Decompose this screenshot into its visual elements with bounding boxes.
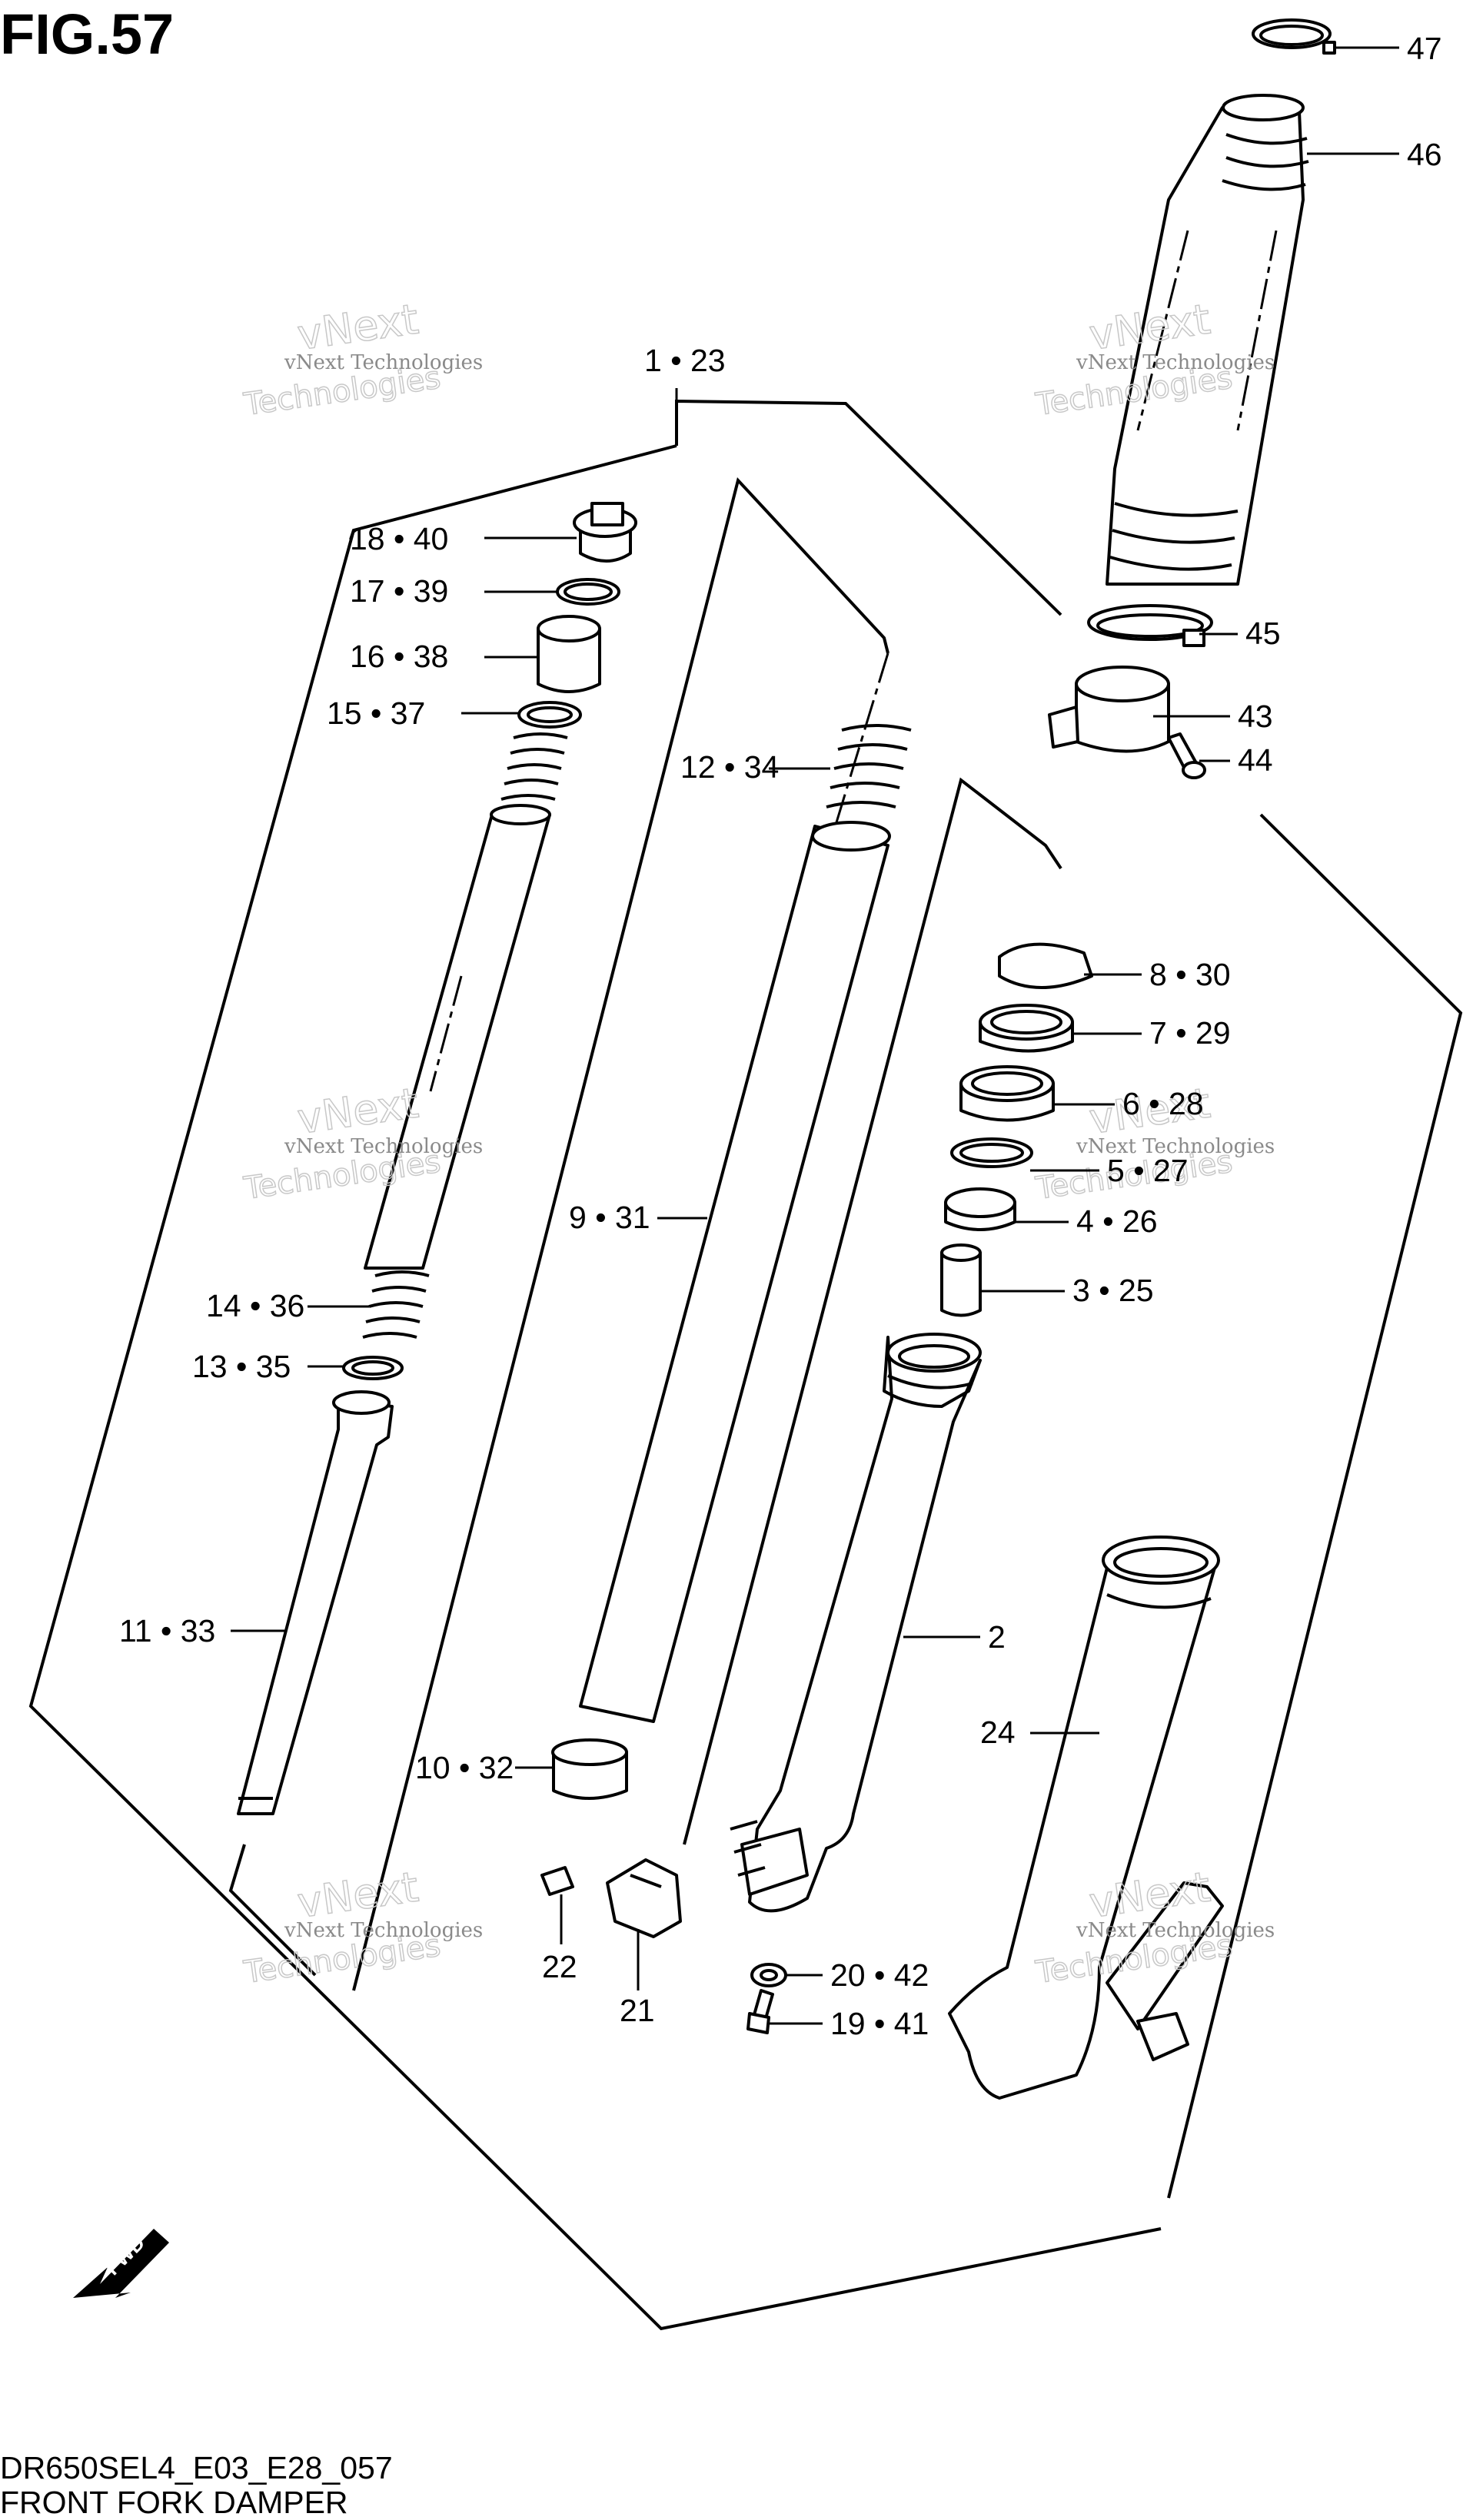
figure-description: FRONT FORK DAMPER: [0, 2485, 348, 2520]
callout-12-34: 12 • 34: [680, 749, 779, 785]
svg-text:vNext: vNext: [294, 295, 421, 360]
boot-clamp-47: [1252, 18, 1336, 55]
callout-18-40: 18 • 40: [350, 521, 448, 556]
boot-clamp-45: [1087, 604, 1213, 647]
outer-tube-24: [948, 1536, 1224, 2100]
seat-13: [342, 1356, 404, 1380]
rebound-spring-14: [362, 1270, 430, 1339]
callout-43: 43: [1238, 699, 1273, 734]
svg-text:vNext Technologies: vNext Technologies: [284, 351, 483, 374]
outer-tube-subframe: [683, 777, 1062, 1845]
clip-8: [998, 942, 1093, 989]
callout-2: 2: [988, 1619, 1006, 1655]
leader-lines: [231, 46, 1399, 2025]
callout-9-31: 9 • 31: [569, 1200, 650, 1235]
callout-47: 47: [1407, 31, 1442, 66]
callout-3-25: 3 • 25: [1072, 1273, 1154, 1308]
callout-44: 44: [1238, 742, 1273, 778]
callout-10-32: 10 • 32: [415, 1750, 514, 1785]
washer-15: [517, 701, 582, 729]
svg-text:vNext Technologies: vNext Technologies: [1076, 351, 1275, 374]
spacer-16: [537, 615, 601, 693]
svg-text:vNext Technologies: vNext Technologies: [284, 1919, 483, 1942]
callout-6-28: 6 • 28: [1122, 1086, 1204, 1121]
callout-4-26: 4 • 26: [1076, 1204, 1158, 1239]
callout-46: 46: [1407, 137, 1442, 172]
dust-seal-7: [979, 1004, 1074, 1053]
rod-11: [237, 1390, 394, 1815]
watermark-1: vNext vNext Technologies Technologies: [241, 294, 483, 423]
slide-metal-10: [551, 1738, 628, 1800]
callout-5-27: 5 • 27: [1107, 1153, 1189, 1188]
damper-bolt-18: [573, 502, 637, 563]
callout-14-36: 14 • 36: [206, 1288, 304, 1323]
bolt-44: [1167, 732, 1206, 779]
nut-22: [540, 1866, 574, 1896]
model-code: DR650SEL4_E03_E28_057: [0, 2450, 393, 2485]
bolt-19: [746, 1989, 774, 2034]
washer-20: [750, 1963, 787, 1987]
oil-seal-6: [959, 1065, 1055, 1122]
fork-boot-46: [1106, 94, 1309, 586]
damper-rod: [364, 804, 551, 1270]
guide-metal-4: [944, 1187, 1016, 1231]
assembly-frame: [28, 399, 1463, 2331]
callouts: 47 46 1 • 23 18 • 40 17 • 39 16 • 38 15 …: [119, 31, 1442, 2041]
callout-20-42: 20 • 42: [830, 1957, 929, 1993]
watermark-5: vNext vNext Technologies Technologies: [241, 1862, 483, 1991]
spring-12: [826, 724, 912, 808]
washer-5: [950, 1137, 1033, 1168]
svg-text:vNext: vNext: [294, 1863, 421, 1927]
callout-15-37: 15 • 37: [327, 696, 425, 731]
callout-21: 21: [620, 1993, 655, 2028]
guide-holder-43: [1048, 666, 1170, 753]
callout-45: 45: [1245, 616, 1281, 651]
callout-13-35: 13 • 35: [192, 1349, 291, 1384]
callout-11-33: 11 • 33: [119, 1613, 215, 1648]
callout-22: 22: [542, 1949, 577, 1984]
o-ring-17: [556, 578, 620, 606]
fwd-arrow-icon: FWD: [73, 2229, 169, 2298]
inner-tube-9: [579, 821, 891, 1723]
callout-24: 24: [980, 1715, 1016, 1750]
svg-text:vNext Technologies: vNext Technologies: [1076, 1135, 1275, 1158]
figure-title: FIG.57: [0, 2, 174, 66]
svg-text:vNext Technologies: vNext Technologies: [1076, 1919, 1275, 1942]
axle-holder-21: [606, 1858, 682, 1938]
callout-19-41: 19 • 41: [830, 2006, 929, 2041]
callout-17-39: 17 • 39: [350, 573, 448, 609]
callout-7-29: 7 • 29: [1149, 1015, 1231, 1051]
callout-16-38: 16 • 38: [350, 639, 448, 674]
bushing-3: [940, 1243, 982, 1317]
rebound-spring-top: [500, 732, 568, 801]
outer-tube-2: [730, 1333, 982, 1913]
svg-text:vNext Technologies: vNext Technologies: [284, 1135, 483, 1158]
callout-1-23: 1 • 23: [644, 343, 726, 378]
callout-8-30: 8 • 30: [1149, 957, 1231, 992]
